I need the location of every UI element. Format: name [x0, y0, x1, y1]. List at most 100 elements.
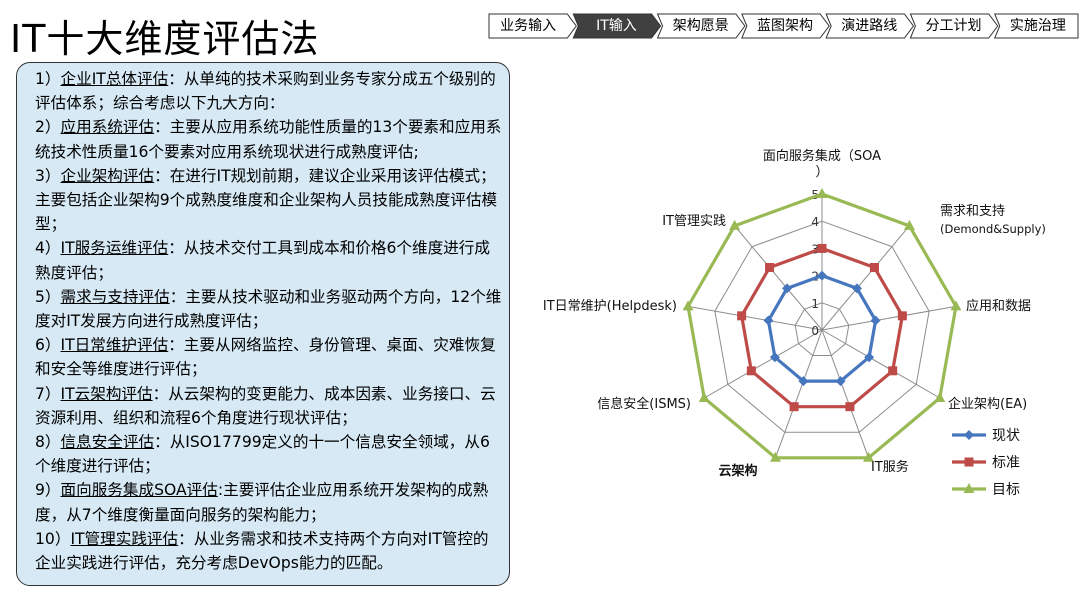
data-point	[682, 300, 694, 311]
item-heading: 面向服务集成SOA评估	[60, 481, 218, 500]
data-point	[851, 283, 862, 294]
category-label: 信息安全(ISMS)	[597, 396, 691, 412]
category-label: IT日常维护(Helpdesk)	[543, 299, 677, 314]
item-body: :主要评估企业应用系统开发架构的成熟度，从7个维度衡量面向服务的架构能力；	[35, 481, 489, 524]
item-body: ：主要从技术驱动和业务驱动两个方向，12个维度对IT发展方向进行成熟度评估；	[35, 287, 502, 331]
series-line	[766, 274, 878, 383]
item-number: 8）	[35, 433, 61, 452]
description-item: 8）信息安全评估：从ISO17799定义的十一个信息安全领域，从6个维度进行评估…	[35, 430, 503, 478]
legend-label: 标准	[992, 455, 1020, 471]
item-number: 2）	[35, 118, 61, 137]
category-label: 面向服务集成（SOA）	[763, 148, 881, 180]
step-arrow[interactable]	[825, 13, 915, 39]
series-line	[686, 192, 958, 460]
step-arrow[interactable]	[909, 13, 999, 39]
page-title: IT十大维度评估法	[10, 17, 320, 61]
data-point	[888, 366, 898, 376]
grid-spoke	[821, 225, 910, 331]
data-point	[729, 219, 741, 230]
category-label: 应用和数据	[966, 298, 1031, 314]
item-body: ：从业务需求和技术支持两个方向对IT管控的企业实践进行评估，充分考虑DevOps…	[35, 529, 489, 573]
item-body: ：从技术交付工具到成本和价格6个维度进行成熟度评估；	[35, 239, 490, 282]
item-heading: 企业架构评估	[60, 166, 155, 185]
item-heading: IT管理实践评估	[70, 529, 179, 548]
data-point	[950, 300, 962, 311]
process-steps-arrows	[488, 13, 1079, 39]
item-heading: 需求与支持评估	[60, 287, 170, 306]
data-point	[737, 311, 747, 321]
step-label[interactable]: 业务输入	[500, 18, 557, 34]
data-point	[864, 352, 875, 363]
legend-item: 标准	[952, 455, 1020, 471]
grid-spoke	[821, 329, 869, 458]
data-point	[835, 376, 846, 387]
series-2	[737, 243, 907, 412]
step-arrow[interactable]	[488, 13, 577, 39]
data-point	[769, 352, 780, 363]
item-number: 7）	[35, 384, 61, 403]
series-line	[740, 246, 904, 409]
data-point	[870, 315, 881, 326]
item-heading: IT服务运维评估	[60, 239, 169, 258]
process-steps: 业务输入 IT输入 架构愿景 蓝图架构 演进路线 分工计划 实施治理	[488, 13, 1080, 39]
step-label[interactable]: 蓝图架构	[756, 18, 813, 34]
description-item: 6）IT日常维护评估：主要从网络监控、身份管理、桌面、灾难恢复和安全等维度进行评…	[35, 333, 503, 381]
step-label[interactable]: IT输入	[596, 18, 637, 34]
data-point	[934, 392, 946, 402]
step-arrow[interactable]	[993, 13, 1079, 39]
series-3	[682, 188, 962, 462]
item-body: ：从云架构的变更能力、成本因素、业务接口、云资源利用、组织和流程6个角度进行现状…	[35, 384, 496, 427]
grid-spoke	[734, 225, 823, 331]
grid-ring	[714, 220, 930, 433]
data-point	[798, 376, 809, 387]
tick-label: 0	[811, 324, 819, 338]
data-point	[817, 243, 827, 253]
category-label: 企业架构(EA)	[948, 396, 1027, 412]
description-item: 9）面向服务集成SOA评估:主要评估企业应用系统开发架构的成熟度，从7个维度衡量…	[35, 478, 503, 526]
item-number: 10）	[35, 529, 71, 548]
step-label[interactable]: 演进路线	[841, 18, 898, 34]
item-number: 3）	[35, 166, 61, 185]
step-label[interactable]: 分工计划	[925, 18, 982, 34]
legend-label: 目标	[992, 482, 1020, 498]
step-arrow[interactable]	[656, 13, 746, 39]
item-number: 4）	[35, 239, 61, 258]
grid-ring	[794, 302, 850, 357]
description-item: 2）应用系统评估：主要从应用系统功能性质量的13个要素和应用系统技术性质量16个…	[35, 115, 503, 163]
grid-spoke	[687, 305, 823, 331]
item-number: 9）	[35, 481, 61, 500]
description-item: 4）IT服务运维评估：从技术交付工具到成本和价格6个维度进行成熟度评估；	[35, 236, 503, 284]
category-label: 云架构	[718, 463, 757, 479]
data-point	[789, 402, 799, 412]
data-point	[897, 311, 907, 321]
step-arrow[interactable]	[572, 13, 662, 39]
grid-spoke	[821, 329, 941, 399]
item-heading: 信息安全评估	[60, 433, 155, 452]
data-point	[746, 366, 756, 376]
data-point	[765, 262, 775, 272]
item-heading: 应用系统评估	[60, 118, 155, 137]
step-label[interactable]: 实施治理	[1009, 18, 1066, 34]
data-point	[869, 262, 879, 272]
item-heading: IT云架构评估	[60, 384, 153, 403]
grid-spoke	[775, 329, 823, 458]
data-point	[782, 283, 793, 294]
item-number: 1）	[35, 70, 61, 88]
data-point	[903, 219, 915, 230]
tick-label: 4	[811, 215, 819, 229]
legend-label: 现状	[992, 428, 1020, 444]
legend-item: 现状	[952, 428, 1020, 444]
description-item: 7）IT云架构评估：从云架构的变更能力、成本因素、业务接口、云资源利用、组织和流…	[35, 382, 503, 430]
description-item: 10）IT管理实践评估：从业务需求和技术支持两个方向对IT管控的企业实践进行评估…	[35, 527, 503, 575]
legend-item: 目标	[952, 482, 1020, 498]
item-body: ：从单纯的技术采购到业务专家分成五个级别的评估体系；综合考虑以下九大方向：	[35, 70, 496, 113]
series-1	[763, 270, 881, 387]
category-label: 需求和支持(Demond&Supply)	[940, 204, 1046, 236]
radar-chart: 012345面向服务集成（SOA）需求和支持(Demond&Supply)应用和…	[543, 148, 1046, 498]
data-point	[816, 188, 828, 198]
step-label[interactable]: 架构愿景	[672, 18, 729, 34]
data-point	[763, 315, 774, 326]
item-heading: 企业IT总体评估	[60, 70, 169, 88]
data-point	[817, 270, 827, 281]
step-arrow[interactable]	[741, 13, 830, 39]
